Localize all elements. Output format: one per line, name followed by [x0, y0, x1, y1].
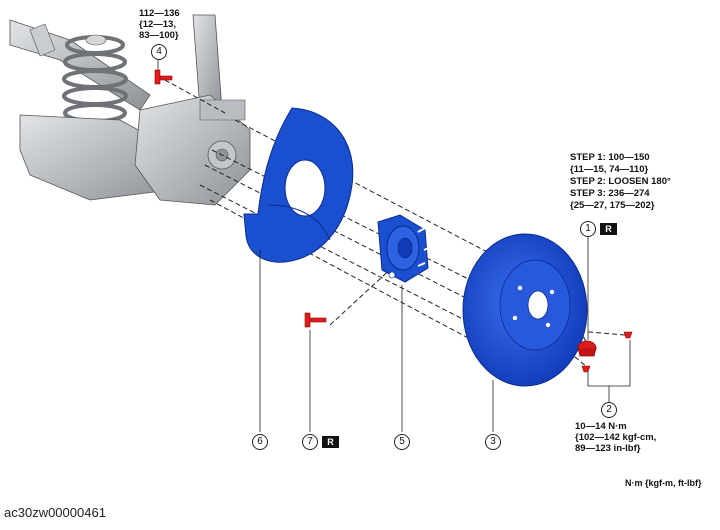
item-number-5: 5 [394, 434, 410, 450]
torque-units-note: N·m {kgf-m, ft-lbf} [625, 478, 702, 488]
leader-lines [157, 60, 631, 432]
hub-nut-step-1: STEP 1: 100—150 [570, 152, 650, 163]
strut-bolt-torque-line-2: {12—13, [139, 19, 176, 30]
hub-nut-step-2: STEP 2: LOOSEN 180° [570, 176, 671, 187]
rear-suspension-assembly [9, 14, 251, 206]
hub-nut-step-1-imperial-value: {11—15, 74—110} [570, 164, 649, 175]
hub-nut-step-2-value: LOOSEN 180° [608, 176, 671, 187]
item-number-6: 6 [252, 434, 268, 450]
strut-bolt [154, 69, 173, 85]
item-number-1: 1 [580, 221, 596, 237]
item-number-2: 2 [601, 402, 617, 418]
strut-bolt-torque-line-3: 83—100} [139, 30, 179, 41]
replace-badge-item-1: R [600, 223, 617, 235]
disc-screw-lower [581, 365, 591, 373]
dust-shield [243, 107, 354, 263]
item-number-7: 7 [302, 434, 318, 450]
hub-nut-step-2-label: STEP 2: [570, 176, 606, 187]
replace-badge-item-7: R [322, 436, 339, 448]
hub-nut-step-3-imperial: {25—27, 175—202} [570, 200, 655, 211]
disc-screw-torque-line-1: 10—14 N·m [575, 421, 627, 432]
hub-nut-step-3: STEP 3: 236—274 [570, 188, 650, 199]
disc-screw-torque-line-3: 89—123 in-lbf} [575, 443, 641, 454]
hub-nut-step-1-label: STEP 1: [570, 152, 606, 163]
hub-bolt [304, 312, 327, 328]
hub-nut-step-1-imperial: {11—15, 74—110} [570, 164, 648, 175]
hub-nut-step-3-imperial-value: {25—27, 175—202} [570, 200, 655, 211]
disc-screw-upper [623, 331, 633, 339]
disc-screw-torque-line-2: {102—142 kgf-cm, [575, 432, 657, 443]
hub-nut-step-3-value: 236—274 [608, 188, 650, 199]
hub-nut [577, 340, 597, 357]
brake-disc [462, 233, 588, 387]
hub-nut-step-3-label: STEP 3: [570, 188, 606, 199]
exploded-view-diagram [9, 14, 633, 432]
item-number-3: 3 [485, 434, 501, 450]
hub-nut-step-1-value: 100—150 [608, 152, 650, 163]
strut-bolt-torque-line-1: 112—136 [139, 8, 180, 19]
figure-code: ac30zw00000461 [4, 505, 106, 520]
wheel-hub-bearing [377, 214, 432, 283]
item-number-4: 4 [151, 44, 167, 60]
